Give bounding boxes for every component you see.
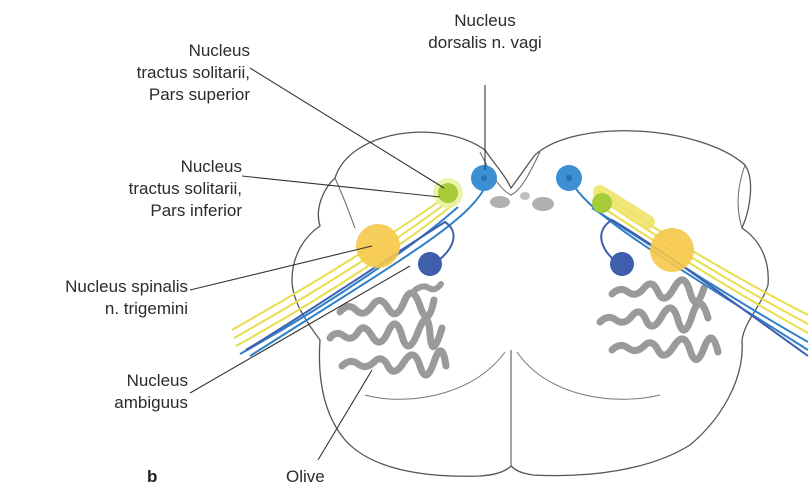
nucleus-trigemini-right	[650, 228, 694, 272]
label-nucleus-spinalis-trigemini: Nucleus spinalis n. trigemini	[0, 276, 188, 320]
label-nucleus-tractus-solitarii-superior: Nucleus tractus solitarii, Pars superior	[90, 40, 250, 106]
label-solitarii-inferior-line-1: Nucleus	[82, 156, 242, 178]
gray-structure-right	[532, 197, 554, 211]
label-trigemini-line-1: Nucleus spinalis	[0, 276, 188, 298]
panel-letter: b	[147, 467, 157, 487]
label-trigemini-line-2: n. trigemini	[0, 298, 188, 320]
gray-structure-left	[490, 196, 510, 208]
nucleus-solitarii-right	[592, 193, 612, 213]
nucleus-dorsalis-vagi-left-inner	[481, 175, 487, 181]
gray-structure-right-2	[520, 192, 530, 200]
label-olive: Olive	[286, 466, 325, 488]
nucleus-ambiguus-left	[418, 252, 442, 276]
nucleus-trigemini-left	[356, 224, 400, 268]
label-dorsalis-line-2: dorsalis n. vagi	[395, 32, 575, 54]
nucleus-ambiguus-right	[610, 252, 634, 276]
label-ambiguus-line-1: Nucleus	[40, 370, 188, 392]
label-dorsalis-line-1: Nucleus	[395, 10, 575, 32]
label-solitarii-inferior-line-3: Pars inferior	[82, 200, 242, 222]
nucleus-dorsalis-vagi-right-inner	[566, 175, 572, 181]
label-olive-text: Olive	[286, 466, 325, 488]
label-nucleus-ambiguus: Nucleus ambiguus	[40, 370, 188, 414]
label-solitarii-superior-line-3: Pars superior	[90, 84, 250, 106]
label-solitarii-inferior-line-2: tractus solitarii,	[82, 178, 242, 200]
label-ambiguus-line-2: ambiguus	[40, 392, 188, 414]
label-solitarii-superior-line-2: tractus solitarii,	[90, 62, 250, 84]
label-solitarii-superior-line-1: Nucleus	[90, 40, 250, 62]
olive-left-dorsal	[415, 284, 441, 290]
label-nucleus-dorsalis-vagi: Nucleus dorsalis n. vagi	[395, 10, 575, 54]
label-nucleus-tractus-solitarii-inferior: Nucleus tractus solitarii, Pars inferior	[82, 156, 242, 222]
